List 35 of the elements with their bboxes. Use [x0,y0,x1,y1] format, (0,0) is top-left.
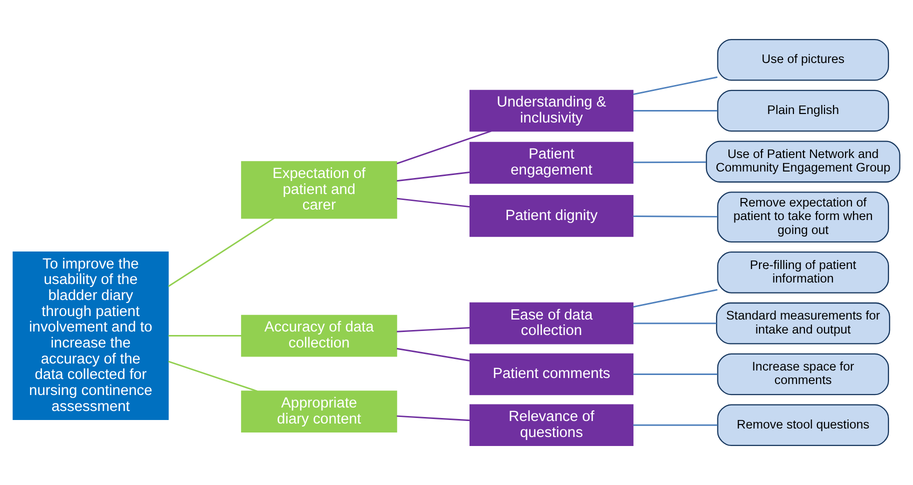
connector [396,348,470,362]
node-box: Ease of data collection [470,302,634,344]
node-box: Patient comments [470,353,634,396]
connector [168,218,275,288]
node-box: Relevance of questions [470,404,634,446]
connector [396,415,470,422]
connector [168,335,242,337]
connector [633,374,718,375]
connector [633,76,718,96]
connector [396,198,470,208]
node-box: Appropriate diary content [241,390,398,432]
node-box: Patient dignity [470,195,634,237]
connector [633,110,718,112]
connector [396,172,470,182]
node-box: Understanding & inclusivity [470,90,634,132]
connector [633,424,718,426]
node-box: Expectation of patient and carer [241,161,398,219]
node-box: Remove stool questions [717,404,890,446]
node-box: Use of Patient Network and Community Engagement Group [706,140,900,183]
node-box: Patient engagement [470,142,634,184]
connector [633,322,716,324]
connector [168,360,258,392]
connector [633,289,718,308]
node-box: Increase space for comments [717,353,890,396]
node-box: Pre-filling of patient information [717,252,890,294]
node-box: Plain English [717,90,890,132]
node-box: Accuracy of data collection [241,314,398,357]
node-box: Remove expectation of patient to take form when going out [717,192,890,242]
connector [396,130,492,164]
connector [633,216,718,218]
node-box: Use of pictures [717,38,890,81]
node-box: To improve the usability of the bladder diary through patient involvement and to increase the accuracy of the data collected for nursing continence assessment [12,252,169,420]
connector [633,161,706,164]
node-box: Standard measurements for intake and output [716,302,890,344]
connector [396,326,470,332]
